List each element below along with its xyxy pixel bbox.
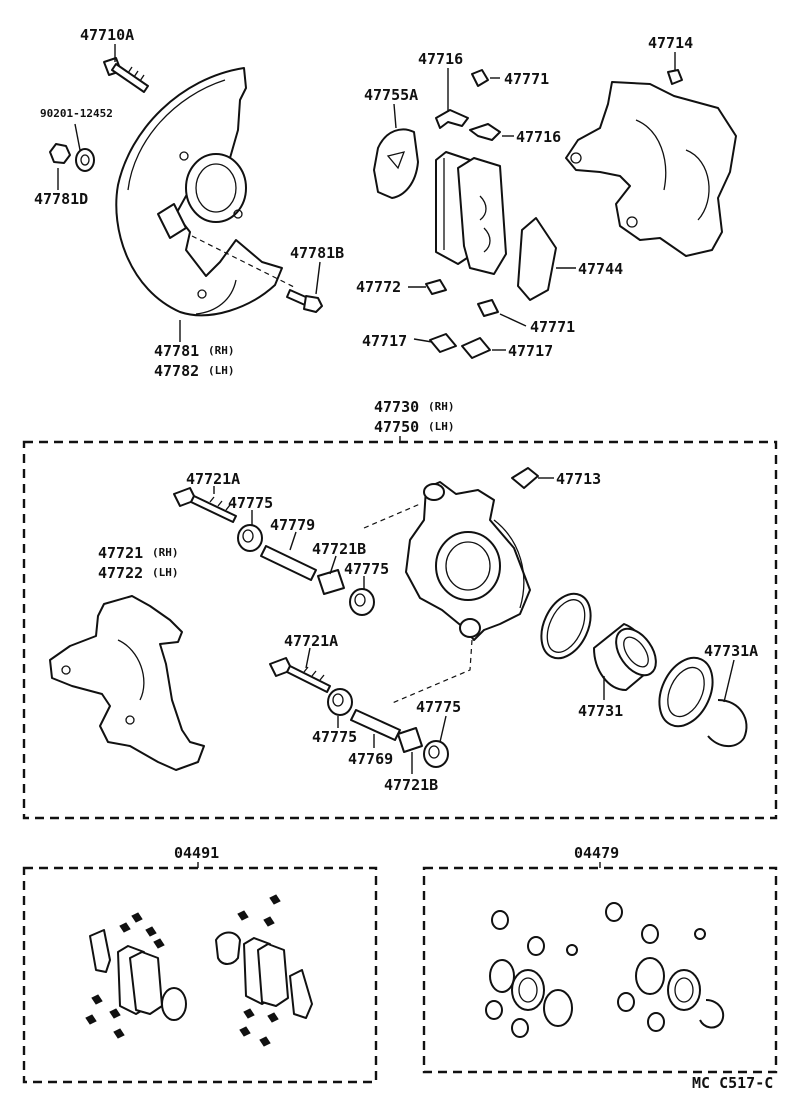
label-47730-rh: (RH) <box>428 400 455 413</box>
clip-47771-lower <box>477 299 499 317</box>
shim-47744-drawing <box>517 217 557 301</box>
label-47775-d: 47775 <box>416 698 461 716</box>
label-47750: 47750 <box>374 418 419 436</box>
bushing-47775-d <box>423 740 449 768</box>
label-47716-top: 47716 <box>418 50 463 68</box>
bolt-47710A-drawing <box>103 57 149 93</box>
label-47772: 47772 <box>356 278 401 296</box>
label-47722: 47722 <box>98 564 143 582</box>
label-47755A: 47755A <box>364 86 418 104</box>
dust-shield-group <box>49 44 323 342</box>
label-47744: 47744 <box>578 260 623 278</box>
label-47775-b: 47775 <box>344 560 389 578</box>
seal-kit-contents <box>485 902 725 1038</box>
clip-47772 <box>425 279 447 295</box>
bolt-47781B-drawing <box>286 289 323 313</box>
seal-kit-frame <box>422 866 778 1074</box>
washer-drawing <box>75 148 95 172</box>
clip-47717-right <box>461 337 491 359</box>
pin-47769-drawing <box>350 709 401 741</box>
label-47750-lh: (LH) <box>428 420 455 433</box>
clip-47716-lower <box>469 123 501 141</box>
piston-seal-drawing <box>540 592 592 660</box>
nut-drawing <box>49 143 71 164</box>
label-47775-a: 47775 <box>228 494 273 512</box>
label-47717-right: 47717 <box>508 342 553 360</box>
shim-47755A-drawing <box>373 128 419 199</box>
label-47721A-lower: 47721A <box>284 632 338 650</box>
label-47781B: 47781B <box>290 244 344 262</box>
bolt-47721A-lower-drawing <box>269 657 331 693</box>
label-47714: 47714 <box>648 34 693 52</box>
label-47721B-lower: 47721B <box>384 776 438 794</box>
pin-47779-drawing <box>260 545 317 581</box>
clip-47771-top <box>471 69 489 87</box>
sleeve-47721B-upper <box>317 569 345 595</box>
dust-shield-drawing <box>115 67 283 317</box>
label-47781: 47781 <box>154 342 199 360</box>
caliper-assembly-group <box>49 467 748 774</box>
label-47710A: 47710A <box>80 26 134 44</box>
label-47713: 47713 <box>556 470 601 488</box>
label-47775-c: 47775 <box>312 728 357 746</box>
label-47781-rh: (RH) <box>208 344 235 357</box>
label-47722-lh: (LH) <box>152 566 179 579</box>
label-47721A-upper: 47721A <box>186 470 240 488</box>
set-ring-drawing <box>707 699 748 747</box>
bolt-47721A-upper-drawing <box>173 487 237 523</box>
label-47779: 47779 <box>270 516 315 534</box>
label-90201-12452: 90201-12452 <box>40 107 113 120</box>
label-47731A: 47731A <box>704 642 758 660</box>
bushing-47775-b <box>349 588 375 616</box>
pad-outer-drawing <box>457 157 507 275</box>
caliper-bracket-top <box>565 52 737 257</box>
label-47716-lower: 47716 <box>516 128 561 146</box>
bushing-47775-a <box>237 524 263 552</box>
label-47721B-upper: 47721B <box>312 540 366 558</box>
sleeve-47721B-lower <box>397 727 423 753</box>
label-47771-lower: 47771 <box>530 318 575 336</box>
label-04491: 04491 <box>174 844 219 862</box>
piston-47731-drawing <box>593 623 657 691</box>
label-04479: 04479 <box>574 844 619 862</box>
label-47782: 47782 <box>154 362 199 380</box>
label-47721: 47721 <box>98 544 143 562</box>
caliper-assembly-frame <box>22 440 778 820</box>
label-47769: 47769 <box>348 750 393 768</box>
caliper-bracket-lower <box>49 595 205 771</box>
caliper-body-drawing <box>405 481 531 641</box>
clip-47717-left <box>429 333 457 353</box>
bleeder-47713-drawing <box>511 467 539 489</box>
label-47782-lh: (LH) <box>208 364 235 377</box>
boot-47731A-drawing <box>658 656 714 728</box>
label-47731: 47731 <box>578 702 623 720</box>
label-47730: 47730 <box>374 398 419 416</box>
label-47721-rh: (RH) <box>152 546 179 559</box>
label-47771-top: 47771 <box>504 70 549 88</box>
label-47781D: 47781D <box>34 190 88 208</box>
diagram-code: MC C517-C <box>692 1074 773 1092</box>
pad-kit-contents <box>85 894 313 1047</box>
pad-group <box>373 68 576 359</box>
pad-kit-frame <box>22 866 378 1084</box>
bushing-47775-c <box>327 688 353 716</box>
label-47717-left: 47717 <box>362 332 407 350</box>
clip-47716-top <box>435 109 469 129</box>
